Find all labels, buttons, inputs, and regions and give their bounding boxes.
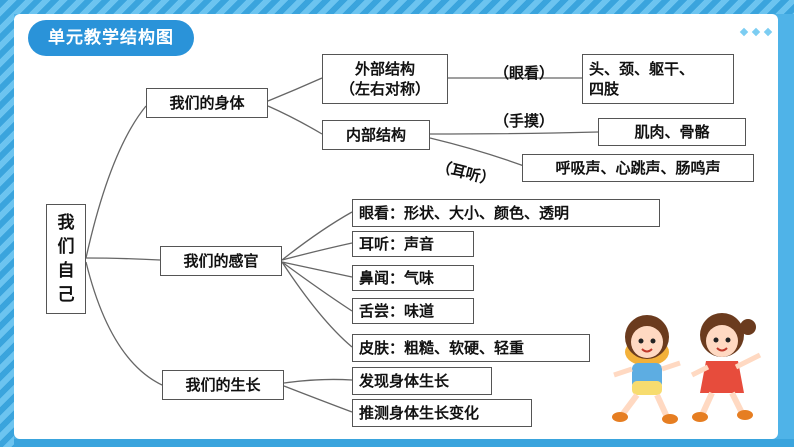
branch-body: 我们的身体 — [146, 88, 268, 118]
node-external-result: 头、颈、躯干、 四肢 — [582, 54, 734, 104]
sense-skin: 皮肤：粗糙、软硬、轻重 — [352, 334, 590, 362]
external-line2: （左右对称） — [340, 79, 430, 99]
node-touch-result: 肌肉、骨骼 — [598, 118, 746, 146]
root-char-1: 我 — [58, 211, 75, 235]
tag-eye-look: （眼看） — [494, 62, 554, 83]
node-hear-result: 呼吸声、心跳声、肠鸣声 — [522, 154, 754, 182]
root-char-4: 己 — [58, 283, 75, 307]
branch-senses: 我们的感官 — [160, 246, 282, 276]
sense-nose: 鼻闻：气味 — [352, 265, 474, 291]
root-char-2: 们 — [58, 235, 75, 259]
root-node: 我 们 自 己 — [46, 204, 86, 314]
root-char-3: 自 — [58, 259, 75, 283]
sense-ear: 耳听：声音 — [352, 231, 474, 257]
external-result-line2: 四肢 — [589, 79, 619, 99]
branch-growth: 我们的生长 — [162, 370, 284, 400]
sense-tongue: 舌尝：味道 — [352, 298, 474, 324]
node-internal-structure: 内部结构 — [322, 120, 430, 150]
growth-predict: 推测身体生长变化 — [352, 399, 532, 427]
growth-discover: 发现身体生长 — [352, 367, 492, 395]
children-illustration — [602, 297, 772, 427]
external-result-line1: 头、颈、躯干、 — [589, 59, 694, 79]
node-external-structure: 外部结构 （左右对称） — [322, 54, 448, 104]
sense-eye: 眼看：形状、大小、颜色、透明 — [352, 199, 660, 227]
external-line1: 外部结构 — [355, 59, 415, 79]
tag-hand-touch: （手摸） — [494, 110, 554, 131]
